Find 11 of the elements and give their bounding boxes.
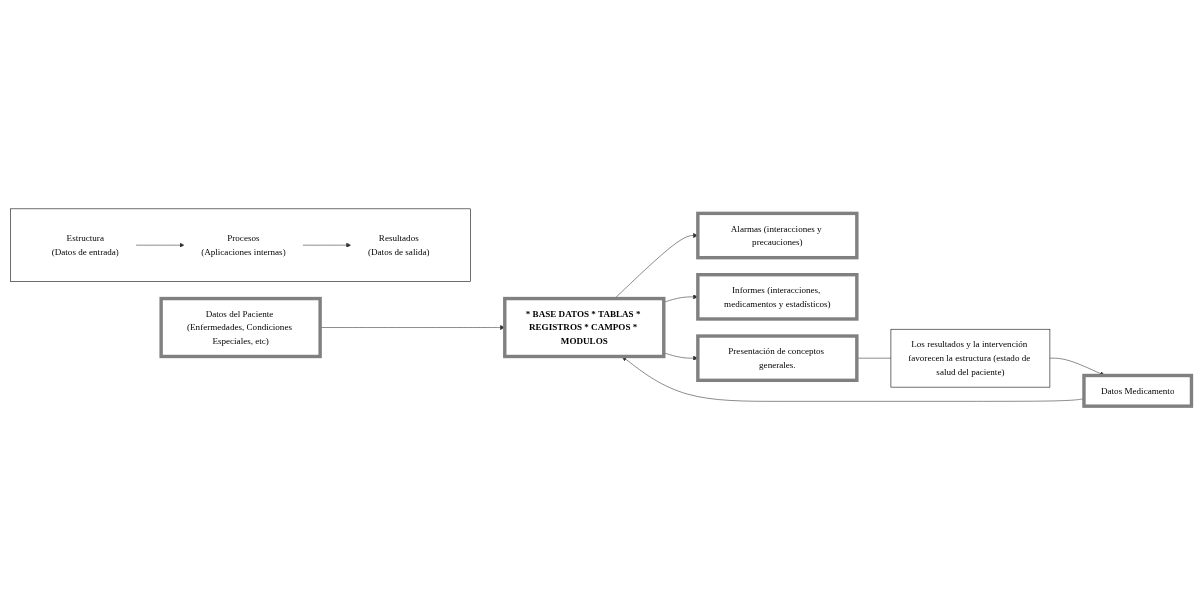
node-text: Estructura (Datos de entrada): [51, 233, 119, 257]
node-box: Presentación de conceptos generales.: [695, 334, 859, 383]
node-box: Alarmas (interacciones y precauciones): [695, 211, 859, 260]
node-box: Informes (interacciones, medicamentos y estadísticos): [695, 273, 859, 321]
node-box: Datos Medicamento: [1081, 373, 1193, 408]
node-box: * BASE DATOS * TABLAS * REGISTROS * CAMPOS * MODULOS: [502, 296, 665, 359]
node-text: Procesos (Aplicaciones internas): [200, 233, 286, 257]
node-text: Resultados (Datos de salida): [367, 233, 430, 257]
node-box: Los resultados y la intervención favorecen la estructura (estado de salud del paciente): [890, 328, 1050, 388]
node-box: Datos del Paciente (Enfermedades, Condiciones Especiales, etc): [158, 296, 322, 359]
cluster: [9, 208, 471, 282]
